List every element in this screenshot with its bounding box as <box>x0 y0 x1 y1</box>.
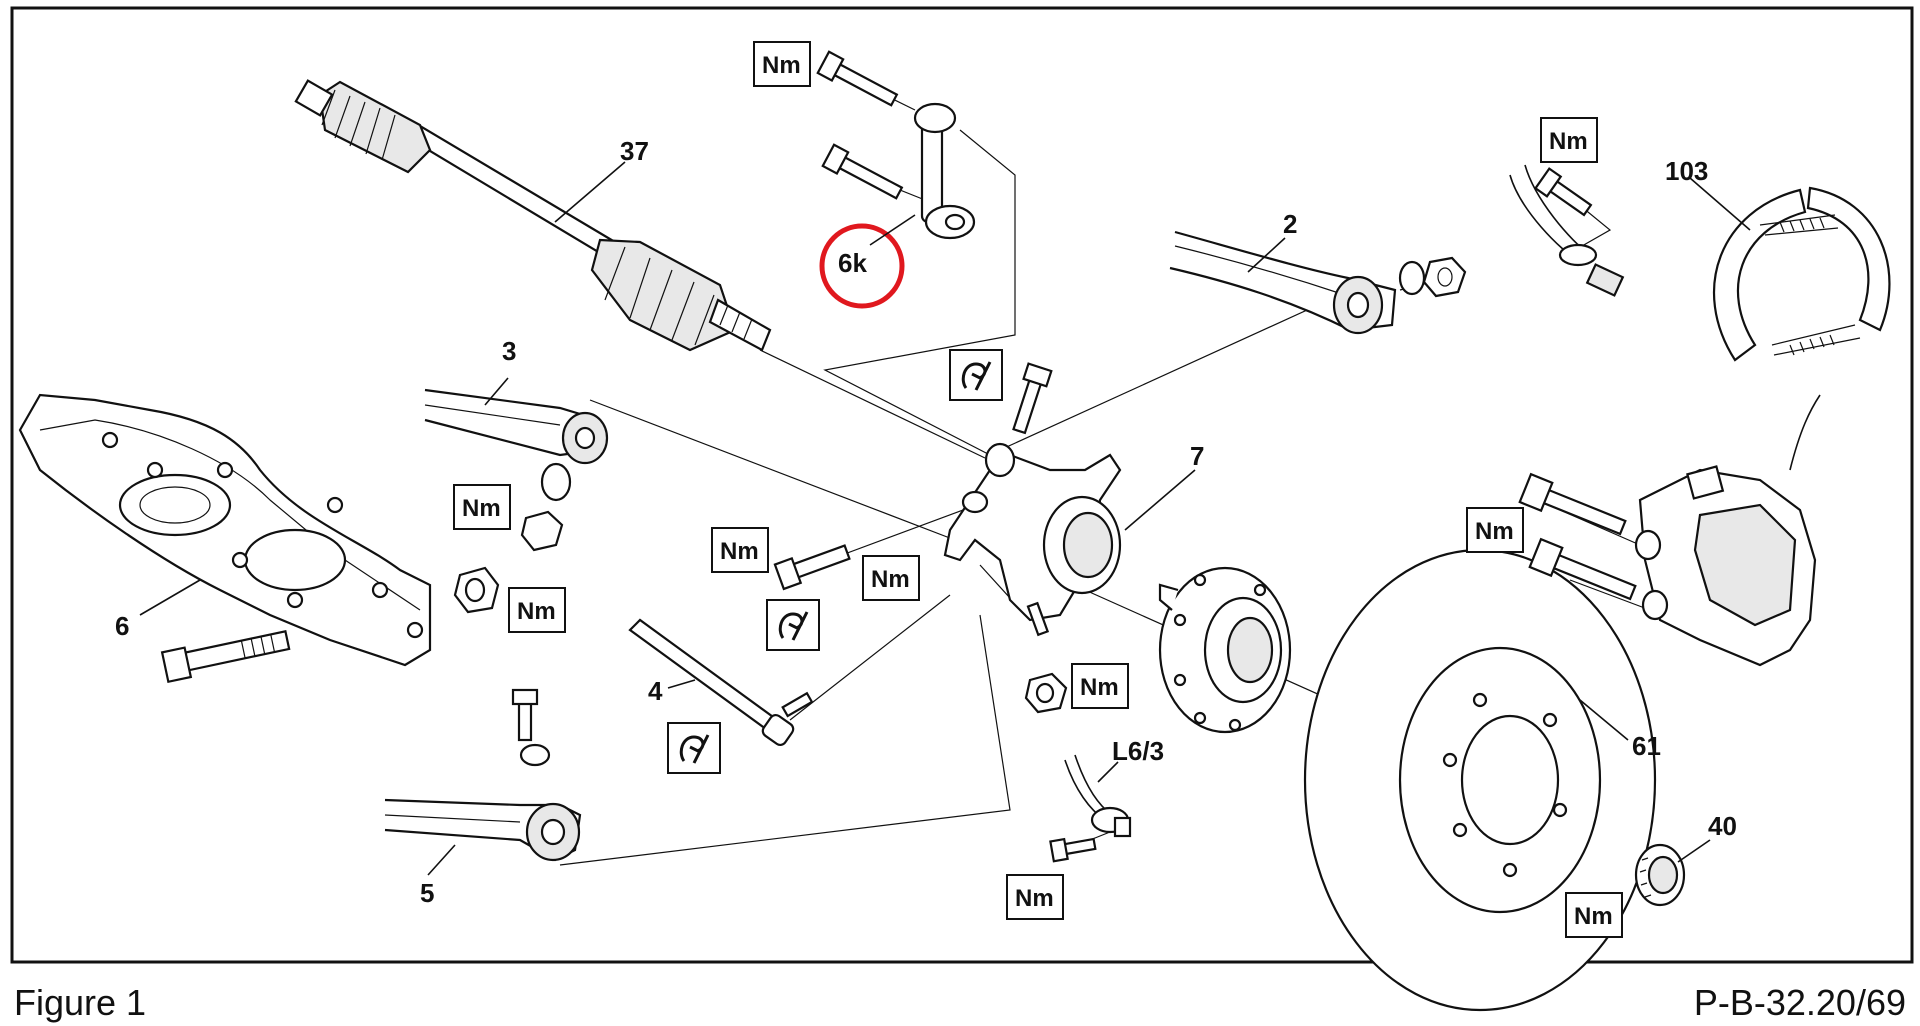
svg-text:Nm: Nm <box>1475 518 1514 545</box>
callout-37: 37 <box>620 136 649 166</box>
svg-text:Nm: Nm <box>1015 885 1054 912</box>
callout-6k: 6k <box>838 248 867 278</box>
torque-box: Nm <box>1565 892 1623 938</box>
svg-text:Nm: Nm <box>517 598 556 625</box>
torque-box: Nm <box>1071 663 1129 709</box>
svg-text:Nm: Nm <box>762 52 801 79</box>
callout-40: 40 <box>1708 811 1737 841</box>
callout-4: 4 <box>648 676 663 706</box>
callout-l6-3: L6/3 <box>1112 736 1164 766</box>
wheel-speed-sensor <box>1509 164 1625 297</box>
coupling-link-6k <box>816 50 976 240</box>
callout-6: 6 <box>115 611 129 641</box>
svg-text:Nm: Nm <box>1080 674 1119 701</box>
figure-caption: Figure 1 <box>14 982 147 1023</box>
torque-boxes: Nm Nm Nm Nm Nm Nm Nm Nm <box>453 41 1623 938</box>
torque-box: Nm <box>711 527 769 573</box>
torque-box: Nm <box>1466 507 1524 553</box>
tightening-angle-symbols <box>667 349 1003 774</box>
torque-box: Nm <box>453 484 511 530</box>
wheel-hub <box>1158 566 1292 734</box>
highlight-circle <box>819 223 905 309</box>
torque-box: Nm <box>508 587 566 633</box>
callout-103: 103 <box>1665 156 1708 186</box>
angle-symbol <box>949 349 1003 401</box>
callout-5: 5 <box>420 878 434 908</box>
rear-axle-carrier-6 <box>18 393 500 684</box>
wheel-carrier-7 <box>773 362 1122 714</box>
brake-disc-61 <box>1303 548 1657 1012</box>
hub-nut-40 <box>1634 843 1686 907</box>
sensor-l6-3 <box>1049 754 1132 863</box>
figure-reference: P-B-32.20/69 <box>1693 982 1906 1023</box>
parking-brake-shoes-103 <box>1712 186 1891 362</box>
brake-caliper <box>1518 394 1821 667</box>
callout-61: 61 <box>1632 731 1661 761</box>
torque-box: Nm <box>1540 117 1598 163</box>
callout-3: 3 <box>502 336 516 366</box>
control-arm-3 <box>424 388 609 552</box>
svg-text:Nm: Nm <box>1574 903 1613 930</box>
angle-symbol <box>667 722 721 774</box>
svg-text:Nm: Nm <box>462 495 501 522</box>
svg-text:Nm: Nm <box>720 538 759 565</box>
callout-2: 2 <box>1283 209 1297 239</box>
svg-text:Nm: Nm <box>871 566 910 593</box>
angle-symbol <box>766 599 820 651</box>
callout-7: 7 <box>1190 441 1204 471</box>
callout-leaders <box>139 161 1751 876</box>
callout-labels: 37 6k 2 103 3 7 6 4 5 L6/3 61 40 <box>115 136 1737 908</box>
torque-box: Nm <box>1006 874 1064 920</box>
svg-text:Nm: Nm <box>1549 128 1588 155</box>
control-arm-5 <box>384 688 582 862</box>
upper-control-arm-2 <box>1169 230 1467 335</box>
torque-box: Nm <box>862 555 920 601</box>
track-rod-4 <box>628 618 814 747</box>
drive-shaft <box>294 79 772 352</box>
torque-box: Nm <box>753 41 811 87</box>
